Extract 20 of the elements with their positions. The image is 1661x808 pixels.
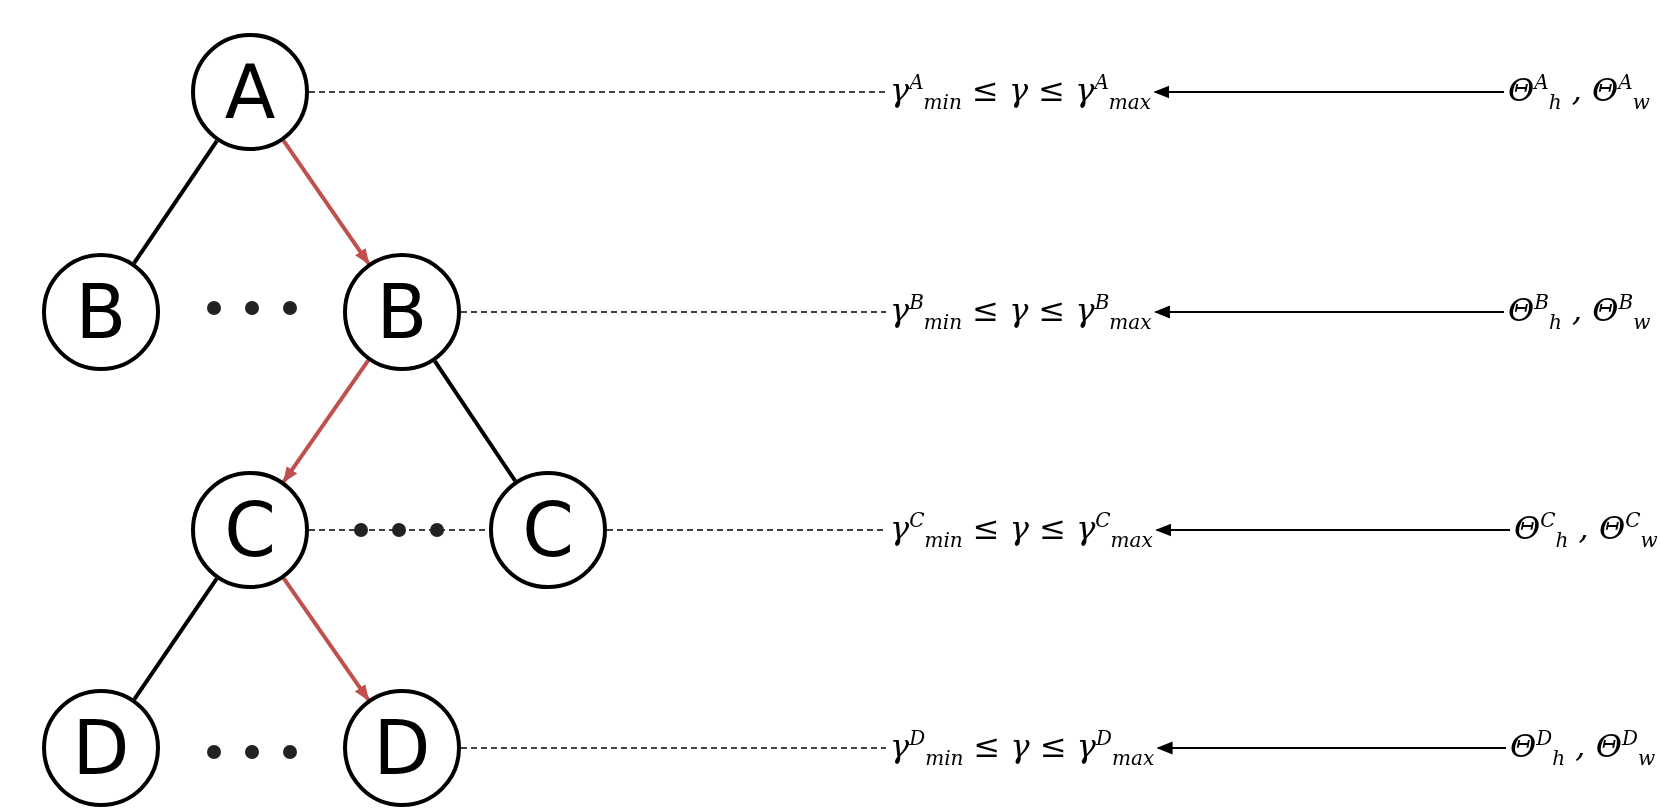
arrow: [282, 359, 370, 483]
tree-edge: [433, 359, 517, 483]
arrow: [1153, 305, 1505, 319]
tree-node-circle: B: [343, 253, 461, 371]
tree-node-circle: B: [42, 253, 160, 371]
dashed-line: [460, 311, 887, 313]
arrow: [1156, 741, 1507, 755]
tree-edge: [132, 577, 219, 701]
tree-node-circle: C: [489, 471, 607, 589]
tree-node-circle: D: [343, 689, 461, 807]
tree-node-circle: A: [191, 33, 309, 151]
arrow: [281, 139, 371, 265]
dashed-line: [460, 747, 887, 749]
tree-edge: [132, 139, 219, 265]
dashed-line: [308, 91, 887, 93]
arrow: [1155, 523, 1511, 537]
tree-node-circle: D: [42, 689, 160, 807]
tree-node-circle: C: [191, 471, 309, 589]
arrow: [282, 577, 370, 701]
arrow: [1153, 85, 1505, 99]
